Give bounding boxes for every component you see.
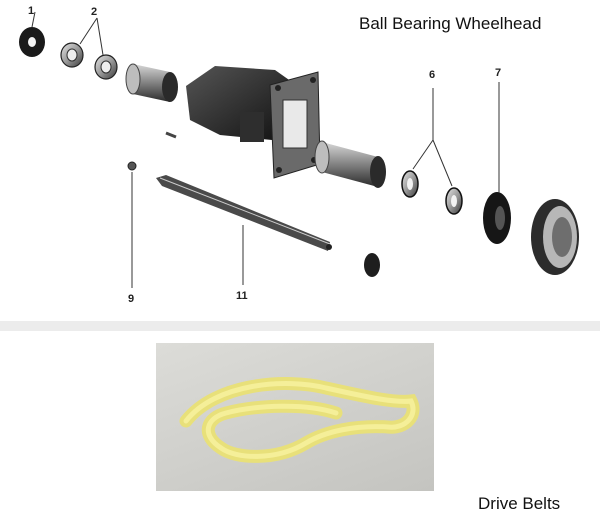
part-11-spindle	[156, 175, 332, 251]
small-pin	[165, 131, 177, 139]
part-9-nut	[127, 161, 137, 171]
part-7-pulley	[483, 192, 511, 244]
part-6-rings	[401, 170, 463, 215]
part-1-washer	[19, 27, 45, 57]
large-wheel	[531, 199, 579, 275]
lock-nut	[364, 253, 380, 277]
callout-11: 11	[236, 290, 248, 302]
callout-2: 2	[91, 6, 97, 18]
bearing-sleeve-right	[314, 140, 386, 188]
callout-1: 1	[28, 5, 34, 17]
callout-9: 9	[128, 293, 134, 305]
exploded-parts-diagram: 1 2 6	[19, 5, 579, 305]
callout-6: 6	[429, 69, 435, 81]
callout-7: 7	[495, 67, 501, 79]
section-divider	[0, 321, 600, 331]
wheelhead-housing	[186, 66, 321, 179]
drive-belt-drawing	[179, 377, 420, 463]
wheelhead-title: Ball Bearing Wheelhead	[359, 14, 542, 33]
drive-belts-title: Drive Belts	[478, 494, 561, 513]
part-2-bearings	[60, 42, 118, 80]
drive-belts-photo	[156, 343, 434, 491]
bearing-sleeve-left	[125, 63, 178, 102]
